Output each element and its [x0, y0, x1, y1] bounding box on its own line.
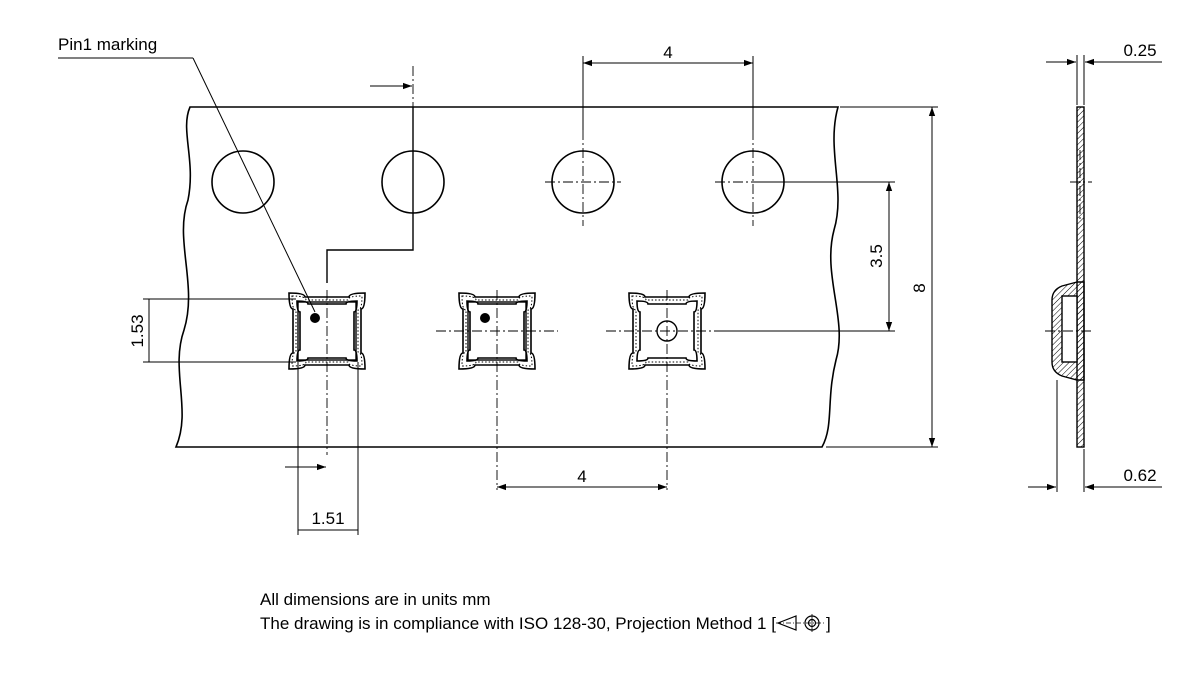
compliance-note: The drawing is in compliance with ISO 12… [260, 613, 831, 634]
dim-pitch-bottom-label: 4 [577, 467, 586, 486]
dim-pocket-height-label: 1.53 [128, 314, 147, 347]
pin1-label: Pin1 marking [58, 35, 157, 54]
carrier-tape [174, 106, 840, 448]
dim-pocket-depth-label: 0.62 [1123, 466, 1156, 485]
pin1-dot [480, 313, 490, 323]
dim-pitch-top [582, 56, 754, 130]
dim-tape-thickness [1046, 55, 1162, 105]
tape-side-view [1045, 106, 1092, 448]
compliance-suffix: ] [825, 614, 831, 633]
dim-hole-to-pocket [720, 181, 895, 332]
dim-hole-to-pocket-label: 3.5 [867, 244, 886, 268]
dim-pocket-depth [1028, 380, 1162, 492]
units-note: All dimensions are in units mm [260, 590, 491, 609]
pocket-centerlines [326, 290, 728, 490]
compliance-text: The drawing is in compliance with ISO 12… [260, 614, 776, 633]
dim-pocket-width [285, 362, 359, 535]
dim-tape-width-label: 8 [910, 283, 929, 292]
dim-pocket-width-label: 1.51 [311, 509, 344, 528]
component [297, 301, 357, 361]
dim-tape-thickness-label: 0.25 [1123, 41, 1156, 60]
first-angle-projection-icon [775, 614, 824, 632]
dim-pitch-top-label: 4 [663, 43, 672, 62]
dim-tape-width [826, 106, 938, 448]
dim-pocket-height [143, 298, 296, 363]
pin1-leader [58, 57, 316, 313]
pin1-dot [310, 313, 320, 323]
sprocket-hole [211, 150, 275, 214]
